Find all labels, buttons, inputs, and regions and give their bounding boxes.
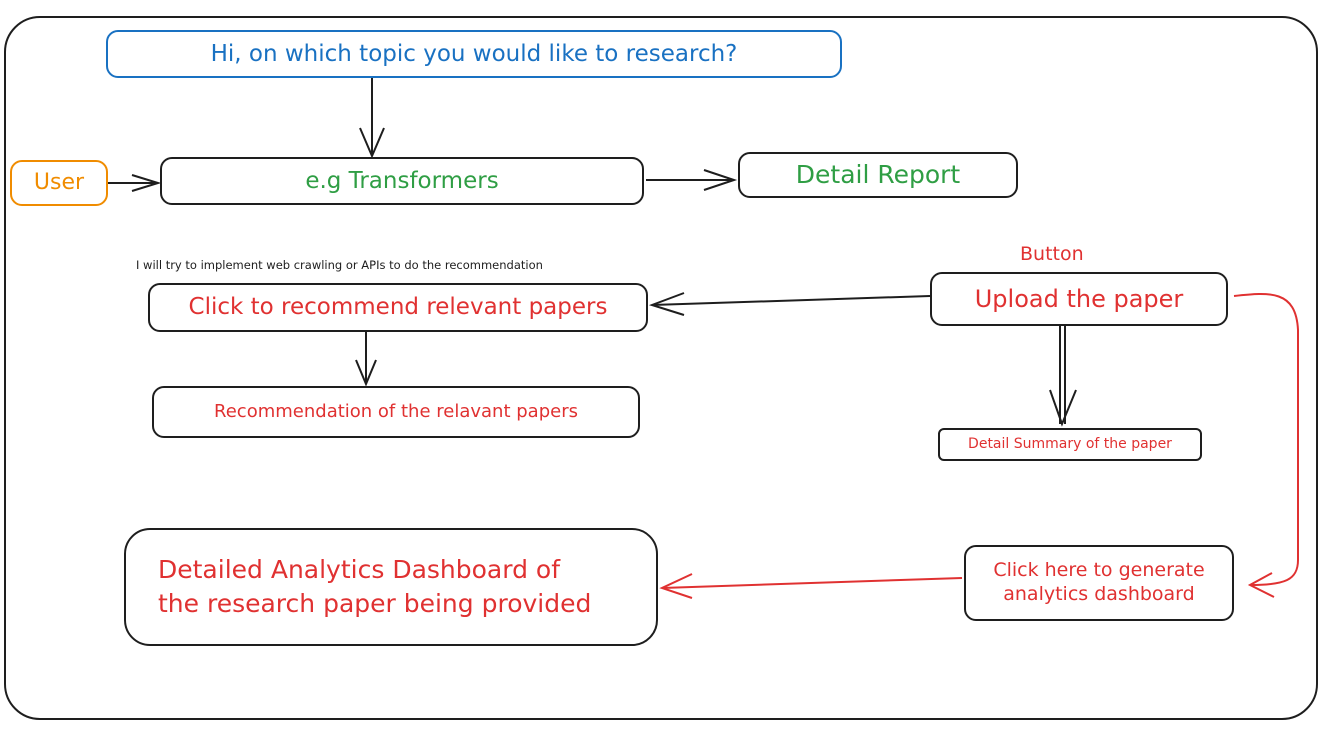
upload-paper-button[interactable]: Upload the paper (930, 272, 1228, 326)
detail-summary-box: Detail Summary of the paper (938, 428, 1202, 461)
prompt-text: Hi, on which topic you would like to res… (210, 40, 738, 67)
analytics-dashboard-box: Detailed Analytics Dashboard of the rese… (124, 528, 658, 646)
topic-input[interactable]: e.g Transformers (160, 157, 644, 205)
analytics-button-line1: Click here to generate (993, 559, 1205, 582)
user-node: User (10, 160, 108, 206)
recommend-papers-button[interactable]: Click to recommend relevant papers (148, 283, 648, 332)
generate-analytics-button[interactable]: Click here to generate analytics dashboa… (964, 545, 1234, 621)
topic-input-placeholder: e.g Transformers (305, 167, 499, 194)
research-topic-prompt: Hi, on which topic you would like to res… (106, 30, 842, 78)
upload-button-label: Upload the paper (974, 285, 1184, 313)
detail-summary-label: Detail Summary of the paper (968, 435, 1172, 452)
user-label: User (33, 170, 85, 196)
detail-report-label: Detail Report (795, 160, 961, 190)
web-crawl-note: I will try to implement web crawling or … (136, 258, 543, 272)
recommend-button-label: Click to recommend relevant papers (188, 294, 608, 321)
canvas-frame (4, 16, 1318, 720)
dashboard-line2: the research paper being provided (158, 589, 592, 618)
button-annotation: Button (1020, 243, 1084, 265)
dashboard-line1: Detailed Analytics Dashboard of (158, 555, 560, 585)
recommendation-result-label: Recommendation of the relavant papers (214, 400, 578, 422)
detail-report-box: Detail Report (738, 152, 1018, 198)
analytics-button-line2: analytics dashboard (1003, 583, 1195, 605)
recommendation-result-box: Recommendation of the relavant papers (152, 386, 640, 438)
